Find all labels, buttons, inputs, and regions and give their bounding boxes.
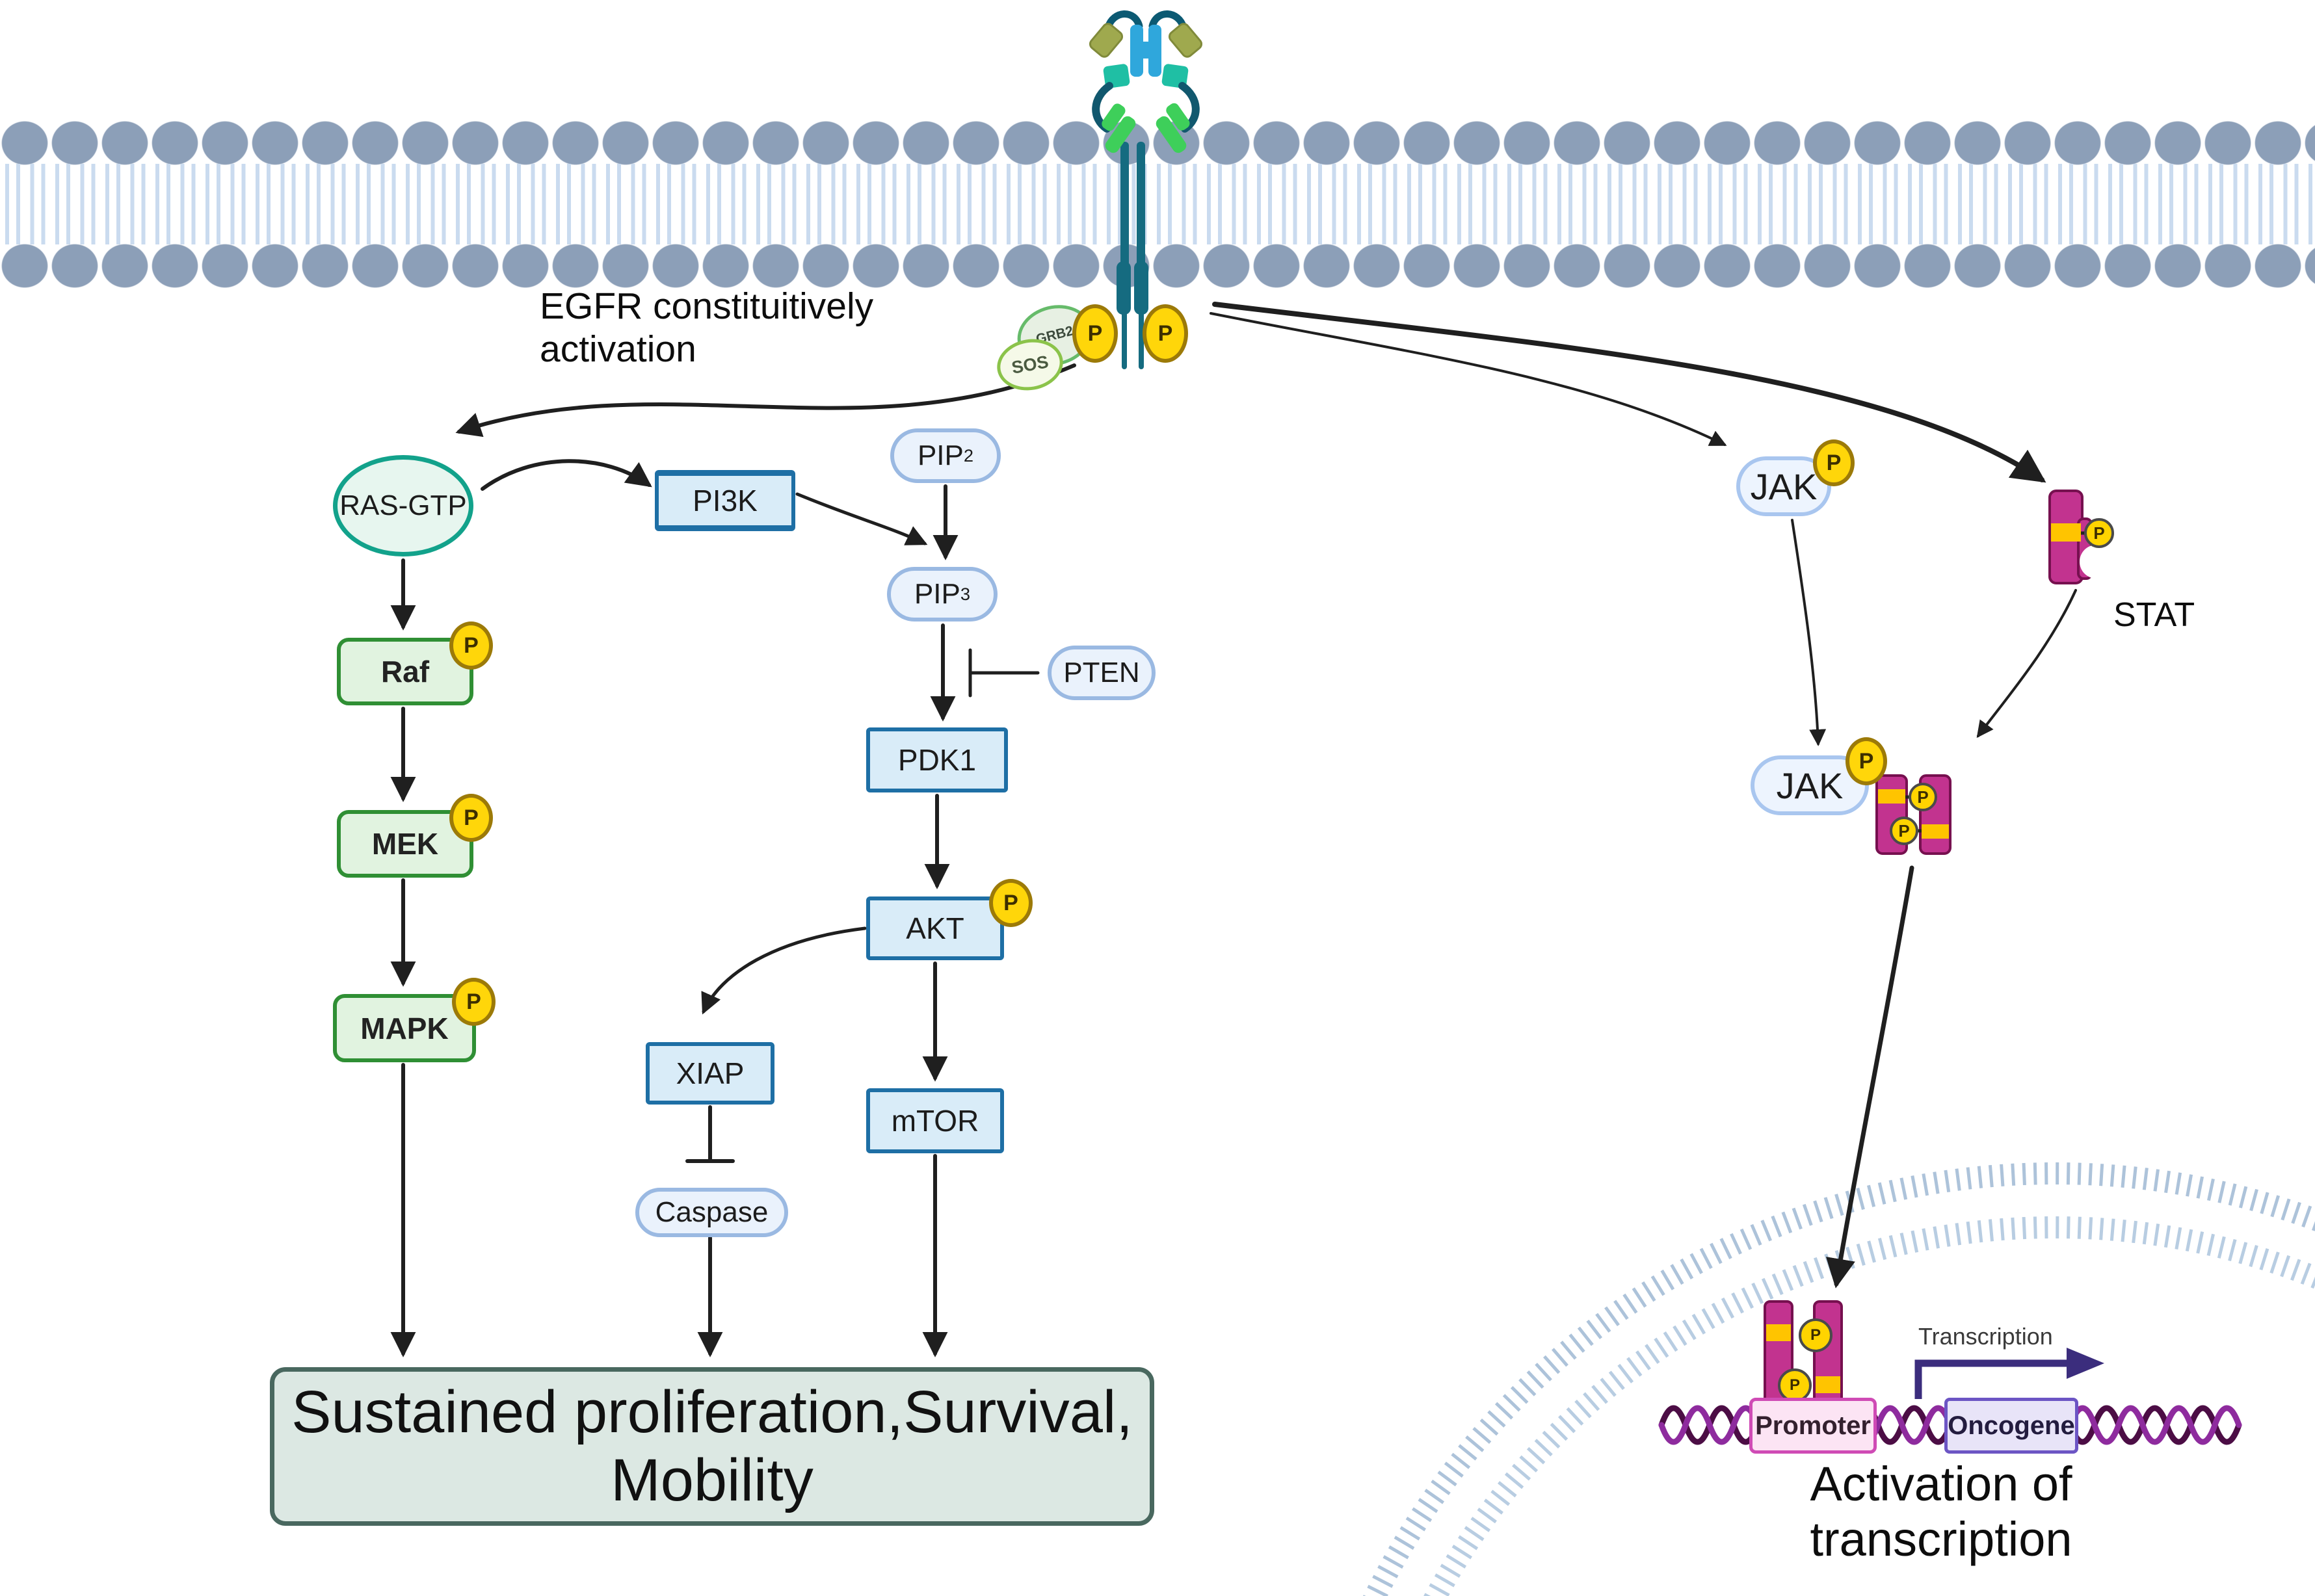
arrow-dimer-to-nucleus	[1825, 865, 1914, 1289]
phospho-mapk: P	[452, 978, 496, 1026]
phospho-jak-top: P	[1813, 439, 1855, 486]
stat-dimer-icon: P P	[1875, 774, 1951, 855]
xiap-label: XIAP	[676, 1056, 745, 1090]
node-mtor: mTOR	[866, 1088, 1004, 1153]
jak-mid-label: JAK	[1776, 765, 1844, 806]
oncogene-label: Oncogene	[1948, 1411, 2075, 1440]
arrow-akt-to-xiap	[701, 926, 867, 1015]
pip3-label: PIP	[914, 578, 960, 610]
phospho-receptor-left: P	[1072, 304, 1118, 363]
arrow-ras-to-pi3k	[481, 459, 652, 491]
phospho-nucleus-top: P	[1799, 1318, 1832, 1352]
akt-label: AKT	[906, 911, 964, 945]
node-pi3k: PI3K	[655, 470, 795, 531]
signal-arrows	[390, 302, 2077, 1357]
egfr-caption: EGFR constituitively activation	[540, 285, 874, 370]
promoter-box: Promoter	[1749, 1398, 1877, 1454]
phospho-raf: P	[449, 621, 493, 670]
phospho-jak-mid: P	[1845, 737, 1887, 785]
sos-label: SOS	[1010, 351, 1050, 378]
stat-dimer-p2: P	[1898, 821, 1909, 841]
membrane-outer-leaflet-tails	[0, 164, 2315, 207]
arrow-receptor-to-ras	[455, 363, 1076, 438]
pten-label: PTEN	[1063, 657, 1140, 688]
stat-monomer-p: P	[2093, 523, 2104, 543]
mek-label: MEK	[371, 827, 439, 861]
oncogene-box: Oncogene	[1944, 1398, 2078, 1454]
outcome-box: Sustained proliferation,Survival, Mobili…	[270, 1367, 1154, 1526]
caspase-label: Caspase	[655, 1196, 769, 1228]
arrow-receptor-to-jak	[1210, 312, 1727, 446]
membrane-inner-leaflet-heads	[0, 242, 2315, 290]
pip2-sub: 2	[963, 445, 974, 465]
membrane-inner-leaflet-tails	[0, 205, 2315, 244]
node-raf: Raf	[337, 638, 473, 705]
pip2-label: PIP	[917, 439, 964, 471]
node-pten: PTEN	[1048, 646, 1156, 700]
activation-caption: Activation of transcription	[1810, 1457, 2072, 1566]
phospho-akt: P	[989, 879, 1033, 927]
node-caspase: Caspase	[635, 1188, 788, 1237]
transcription-arrow	[1914, 1348, 2104, 1399]
node-xiap: XIAP	[646, 1042, 774, 1105]
egfr-receptor-icon	[1089, 10, 1203, 369]
phospho-mek: P	[449, 794, 493, 842]
pi3k-label: PI3K	[693, 484, 758, 517]
arrow-pi3k-to-pip-conversion	[795, 492, 928, 545]
phospho-nucleus-bottom: P	[1778, 1368, 1812, 1402]
arrow-stat-to-dimer	[1976, 589, 2077, 739]
outcome-label: Sustained proliferation,Survival, Mobili…	[291, 1379, 1133, 1513]
stat-monomer-icon: P	[2048, 490, 2114, 584]
arrow-jak-to-jak	[1791, 519, 1827, 746]
promoter-label: Promoter	[1755, 1411, 1871, 1440]
stat-dimer-p1: P	[1917, 787, 1928, 807]
pip3-sub: 3	[960, 584, 971, 604]
arrow-receptor-to-stat	[1212, 302, 2046, 483]
raf-label: Raf	[380, 655, 430, 688]
stat-label: STAT	[2113, 596, 2195, 634]
phospho-receptor-right: P	[1143, 304, 1188, 363]
node-akt: AKT	[866, 896, 1004, 960]
pdk1-label: PDK1	[897, 743, 977, 777]
mapk-label: MAPK	[360, 1011, 449, 1045]
node-ras-gtp: RAS-GTP	[333, 455, 473, 556]
mtor-label: mTOR	[891, 1104, 979, 1138]
transcription-label: Transcription	[1918, 1323, 2053, 1350]
jak-top-label: JAK	[1750, 465, 1818, 507]
node-pdk1: PDK1	[866, 727, 1008, 792]
ras-label: RAS-GTP	[339, 490, 467, 521]
